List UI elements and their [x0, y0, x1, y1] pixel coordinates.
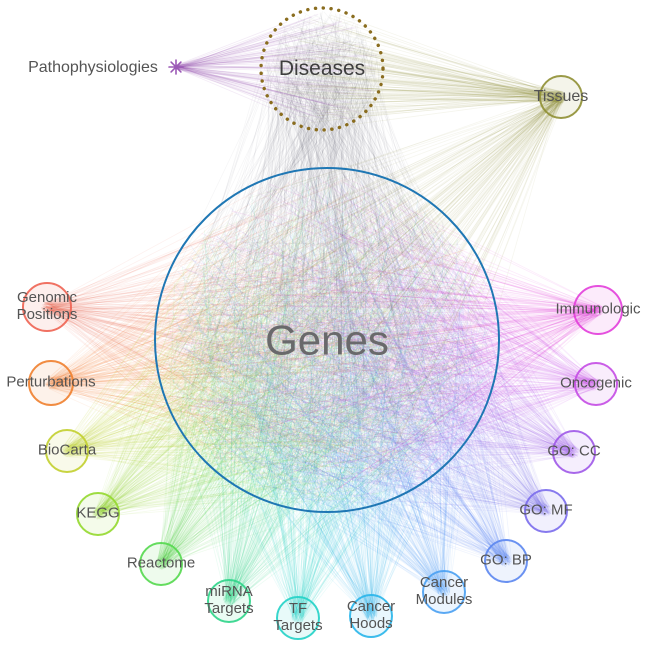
node-oncogenic-circle[interactable]: [574, 362, 618, 406]
node-biocarta-circle[interactable]: [45, 429, 89, 473]
bundle-go-cc-to-genes: [169, 175, 580, 498]
node-immunologic-circle[interactable]: [573, 285, 623, 335]
bundle-tissues-to-genes: [165, 91, 567, 498]
node-reactome-circle[interactable]: [139, 542, 183, 586]
bundle-perturbations-to-genes: [44, 176, 493, 502]
bundle-go-mf-to-genes: [161, 182, 553, 518]
bundle-reactome-to-genes: [154, 182, 488, 570]
bundle-diseases-to-genes: [166, 10, 494, 507]
edge-layer: [41, 10, 604, 624]
bundle-kegg-to-genes: [91, 176, 482, 520]
node-go-mf-circle[interactable]: [524, 489, 568, 533]
bundle-cancer-modules-to-genes: [163, 177, 486, 599]
node-pathophysiologies-star-icon[interactable]: [168, 59, 184, 75]
bundle-cancer-hoods-to-genes: [169, 185, 493, 622]
bundle-go-bp-to-genes: [164, 177, 513, 568]
bundle-genomic-positions-to-genes: [41, 175, 485, 497]
node-perturbations-circle[interactable]: [28, 360, 74, 406]
bundle-biocarta-to-genes: [60, 192, 489, 504]
bundle-tf-targets-to-genes: [171, 174, 491, 624]
node-genomic-positions-circle[interactable]: [22, 282, 72, 332]
node-tf-targets-circle[interactable]: [276, 596, 320, 640]
bundle-oncogenic-to-genes: [163, 174, 602, 496]
node-go-cc-circle[interactable]: [552, 430, 596, 474]
node-cancer-hoods-circle[interactable]: [349, 594, 393, 638]
bundle-immunologic-to-genes: [168, 180, 604, 498]
node-genes-circle[interactable]: [154, 167, 500, 513]
node-kegg-circle[interactable]: [76, 492, 120, 536]
bundle-pathophysiologies-to-diseases: [173, 13, 378, 124]
internal-edges-diseases: [263, 10, 379, 127]
node-diseases-circle[interactable]: [259, 6, 385, 132]
node-go-bp-circle[interactable]: [484, 539, 528, 583]
node-mirna-targets-circle[interactable]: [207, 579, 251, 623]
internal-edges-genes: [160, 175, 492, 504]
node-tissues-circle[interactable]: [539, 75, 583, 119]
bundle-tissues-to-diseases: [264, 14, 567, 128]
node-cancer-modules-circle[interactable]: [422, 570, 466, 614]
node-layer: [22, 6, 623, 640]
bundle-mirna-targets-to-genes: [166, 175, 488, 607]
